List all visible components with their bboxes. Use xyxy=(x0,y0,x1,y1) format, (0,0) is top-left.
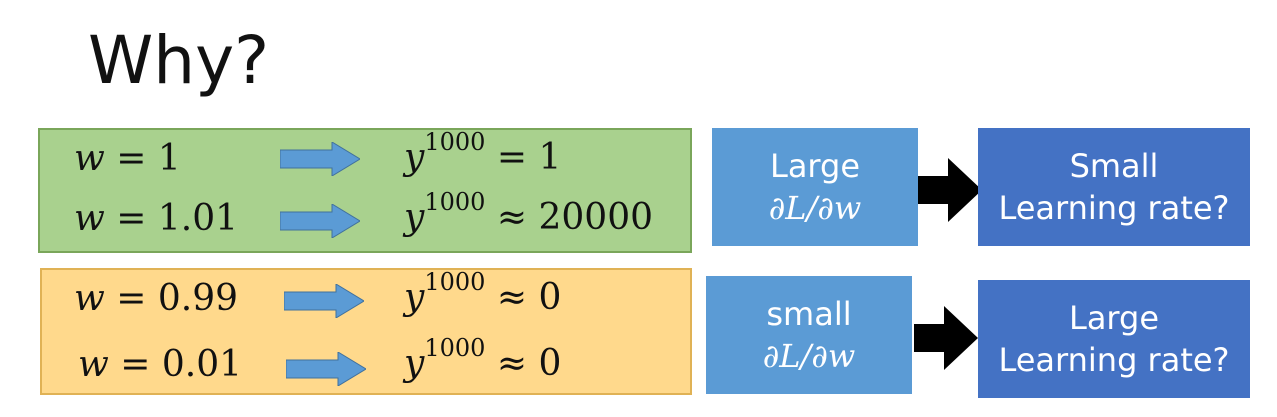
green-region xyxy=(38,128,692,253)
orange-region xyxy=(40,268,692,395)
gradient-symbol: ∂L/∂w xyxy=(762,337,856,375)
equation-y-row-1: y1000 = 1 xyxy=(404,128,562,178)
equation-w-row-1: w = 1 xyxy=(74,138,181,179)
arrow-right-icon xyxy=(286,352,366,386)
arrow-right-icon xyxy=(280,142,360,176)
equation-w-row-3: w = 0.99 xyxy=(74,278,239,319)
learning-rate-box-large: Large Learning rate? xyxy=(978,280,1250,398)
learning-rate-box-small: Small Learning rate? xyxy=(978,128,1250,246)
arrow-right-icon xyxy=(280,204,360,238)
arrow-right-icon xyxy=(284,284,364,318)
learning-rate-label: Learning rate? xyxy=(998,189,1230,227)
learning-rate-size: Small xyxy=(1069,147,1159,185)
equation-w-row-4: w = 0.01 xyxy=(78,344,243,385)
learning-rate-size: Large xyxy=(1068,299,1160,337)
equation-y-row-3: y1000 ≈ 0 xyxy=(404,268,562,318)
learning-rate-label: Learning rate? xyxy=(998,341,1230,379)
equation-y-row-4: y1000 ≈ 0 xyxy=(404,334,562,384)
gradient-box-large: Large ∂L/∂w xyxy=(712,128,918,246)
equation-y-row-2: y1000 ≈ 20000 xyxy=(404,188,654,238)
gradient-label: Large xyxy=(769,147,861,185)
arrow-right-icon xyxy=(918,158,982,222)
arrow-right-icon xyxy=(914,306,978,370)
gradient-symbol: ∂L/∂w xyxy=(768,189,862,227)
equation-w-row-2: w = 1.01 xyxy=(74,198,239,239)
slide-title: Why? xyxy=(88,22,270,99)
gradient-box-small: small ∂L/∂w xyxy=(706,276,912,394)
gradient-label: small xyxy=(766,295,852,333)
